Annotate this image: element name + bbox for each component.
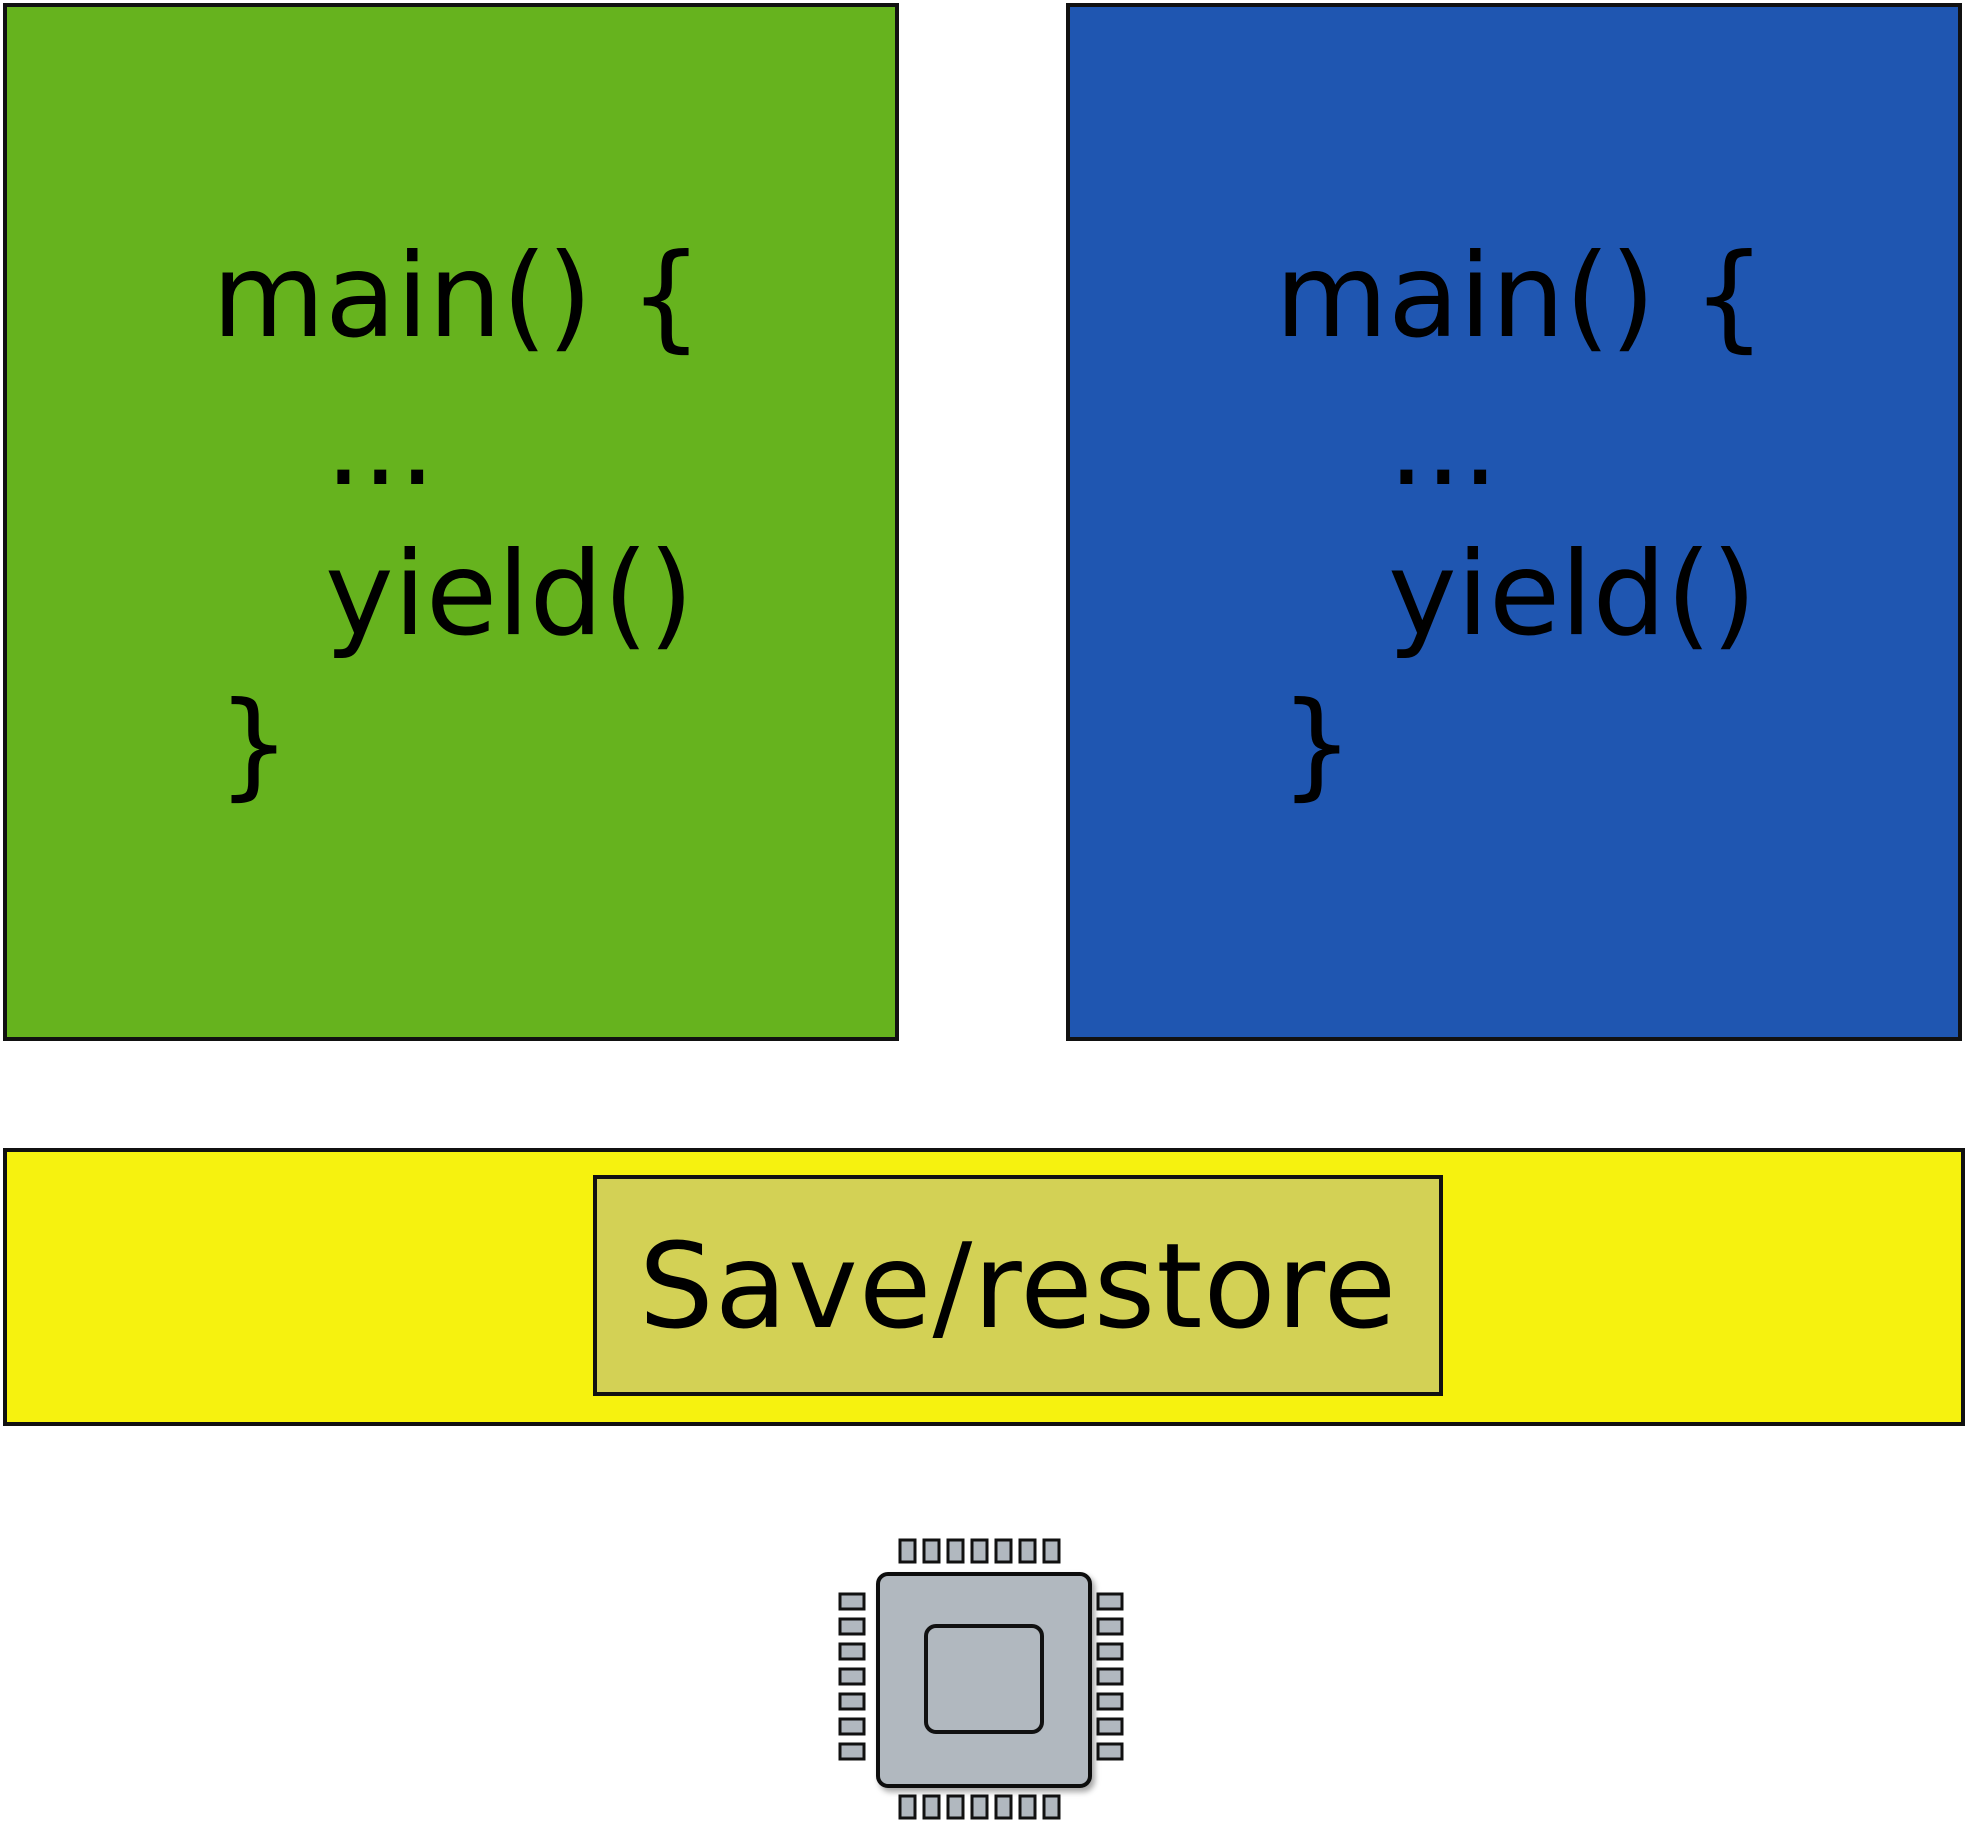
cpu-pin [898, 1538, 917, 1564]
cpu-pins [838, 1538, 1124, 1820]
code-line-yield: yield() [1388, 527, 1757, 662]
cpu-die [924, 1624, 1044, 1734]
cpu-pin [1096, 1692, 1124, 1711]
cpu-pin [1042, 1538, 1061, 1564]
cpu-pin [970, 1538, 989, 1564]
code-line-ellipsis: ... [1388, 377, 1499, 512]
cpu-pin [838, 1667, 866, 1686]
cpu-pin [1096, 1617, 1124, 1636]
code-line-close-brace: } [1280, 677, 1354, 812]
program-box-right: main() { ... yield() } [1066, 3, 1962, 1041]
cpu-pin [970, 1794, 989, 1820]
cpu-pin [1096, 1742, 1124, 1761]
cpu-pin [1096, 1717, 1124, 1736]
save-restore-box: Save/restore [593, 1175, 1443, 1396]
cpu-pin [1096, 1642, 1124, 1661]
cpu-pin [922, 1538, 941, 1564]
cpu-pin [838, 1617, 866, 1636]
program-code-left: main() { ... yield() } [7, 7, 895, 1037]
cpu-pin [1096, 1592, 1124, 1611]
program-code-right: main() { ... yield() } [1070, 7, 1958, 1037]
cpu-pin [922, 1794, 941, 1820]
cpu-pin [994, 1794, 1013, 1820]
code-line-main-open: main() { [1275, 229, 1767, 364]
cpu-chip-icon [838, 1538, 1124, 1820]
cpu-pin [946, 1538, 965, 1564]
cpu-pin [994, 1538, 1013, 1564]
cpu-pin [838, 1692, 866, 1711]
cpu-body [876, 1572, 1092, 1788]
save-restore-label: Save/restore [638, 1216, 1398, 1355]
cpu-pin [838, 1742, 866, 1761]
cpu-pin [1096, 1667, 1124, 1686]
cpu-pin [838, 1592, 866, 1611]
code-line-yield: yield() [325, 527, 694, 662]
code-line-ellipsis: ... [325, 377, 436, 512]
cpu-pin [1042, 1794, 1061, 1820]
code-line-main-open: main() { [212, 229, 704, 364]
cpu-pin [838, 1642, 866, 1661]
cpu-pin [898, 1794, 917, 1820]
cpu-pin [838, 1717, 866, 1736]
code-line-close-brace: } [217, 677, 291, 812]
cpu-pin [1018, 1794, 1037, 1820]
program-box-left: main() { ... yield() } [3, 3, 899, 1041]
cpu-pin [1018, 1538, 1037, 1564]
cpu-pin [946, 1794, 965, 1820]
